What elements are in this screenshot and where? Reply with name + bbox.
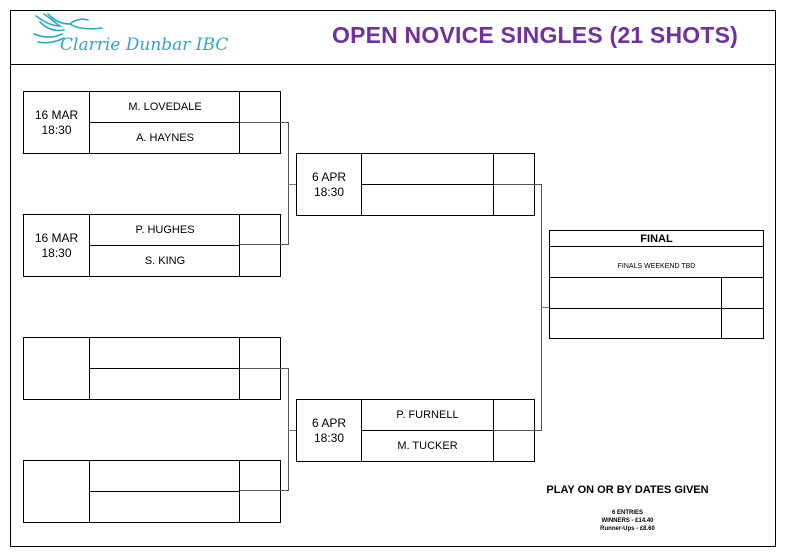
match-date: 16 MAR <box>34 107 79 122</box>
final-subtitle: FINALS WEEKEND TBD <box>617 263 696 270</box>
round1-match-2: 16 MAR 18:30 P. HUGHES S. KING <box>23 214 281 277</box>
player-name <box>362 185 493 215</box>
player-name <box>90 369 240 399</box>
player-name <box>550 278 721 308</box>
bracket-connector <box>541 307 551 308</box>
player-name <box>90 461 240 491</box>
score-cell[interactable] <box>240 92 280 122</box>
player-name: P. FURNELL <box>396 409 459 421</box>
final-label: FINAL <box>640 233 673 245</box>
page-frame <box>10 10 776 547</box>
match-date: 6 APR <box>311 169 347 184</box>
player-name <box>362 154 493 184</box>
round1-match-4 <box>23 460 281 523</box>
score-cell[interactable] <box>722 309 763 338</box>
match-time: 18:30 <box>313 430 345 445</box>
match-date: 6 APR <box>311 415 347 430</box>
score-cell[interactable] <box>494 154 534 184</box>
bracket-connector <box>494 184 542 431</box>
bracket-connector <box>288 430 298 431</box>
winners-prize: WINNERS - £14.40 <box>601 518 654 524</box>
player-name <box>90 492 240 522</box>
score-cell[interactable] <box>240 246 280 276</box>
entries-count: 6 ENTRIES <box>611 510 643 516</box>
round1-match-1: 16 MAR 18:30 M. LOVEDALE A. HAYNES <box>23 91 281 154</box>
score-cell[interactable] <box>240 338 280 368</box>
prize-info: 6 ENTRIES WINNERS - £14.40 Runner-Ups - … <box>560 509 695 533</box>
score-cell[interactable] <box>240 492 280 522</box>
player-name: A. HAYNES <box>136 132 194 144</box>
logo-text: Clarrie Dunbar IBC <box>60 35 228 55</box>
score-cell[interactable] <box>494 431 534 461</box>
play-instruction: PLAY ON OR BY DATES GIVEN <box>546 484 709 496</box>
bracket-connector <box>240 122 289 245</box>
match-time: 18:30 <box>41 122 72 137</box>
player-name <box>550 309 721 338</box>
player-name: P. HUGHES <box>135 224 195 236</box>
match-time: 18:30 <box>313 184 345 199</box>
player-name <box>90 338 240 368</box>
bracket-connector <box>240 368 289 491</box>
player-name: M. LOVEDALE <box>128 101 202 113</box>
score-cell[interactable] <box>722 278 763 308</box>
page-title: OPEN NOVICE SINGLES (21 SHOTS) <box>331 22 739 48</box>
match-time: 18:30 <box>41 245 72 260</box>
player-name: M. TUCKER <box>397 440 458 452</box>
dove-icon: Clarrie Dunbar IBC <box>33 13 228 55</box>
club-logo: Clarrie Dunbar IBC <box>30 12 270 60</box>
bracket-connector <box>288 184 298 185</box>
player-name: S. KING <box>144 255 186 267</box>
final-match: FINAL FINALS WEEKEND TBD <box>549 230 764 339</box>
header-divider <box>10 64 776 65</box>
runner-up-prize: Runner-Ups - £8.60 <box>600 526 655 532</box>
match-date: 16 MAR <box>34 230 79 245</box>
